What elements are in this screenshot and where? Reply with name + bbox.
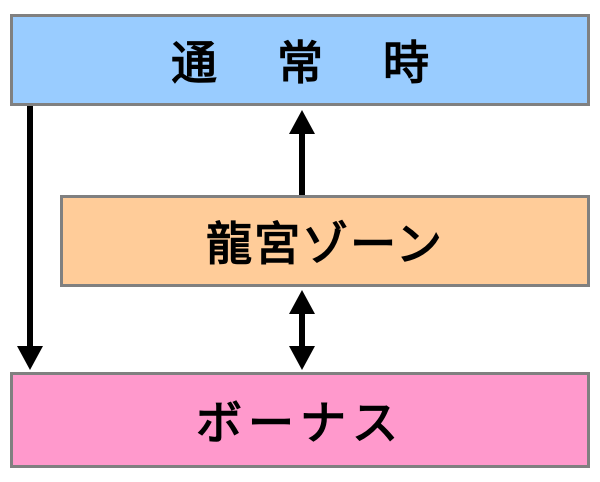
node-normal: 通 常 時 xyxy=(10,14,590,106)
node-ryugu-zone: 龍宮ゾーン xyxy=(60,195,590,287)
node-bonus: ボーナス xyxy=(10,372,590,468)
edge-ryugu-to-normal xyxy=(289,110,315,195)
node-ryugu-zone-label: 龍宮ゾーン xyxy=(206,217,444,271)
node-normal-label: 通 常 時 xyxy=(170,36,452,90)
node-bonus-label: ボーナス xyxy=(196,396,404,450)
edge-normal-to-bonus xyxy=(17,106,43,370)
edge-ryugu-bonus-bidirectional xyxy=(289,290,315,370)
